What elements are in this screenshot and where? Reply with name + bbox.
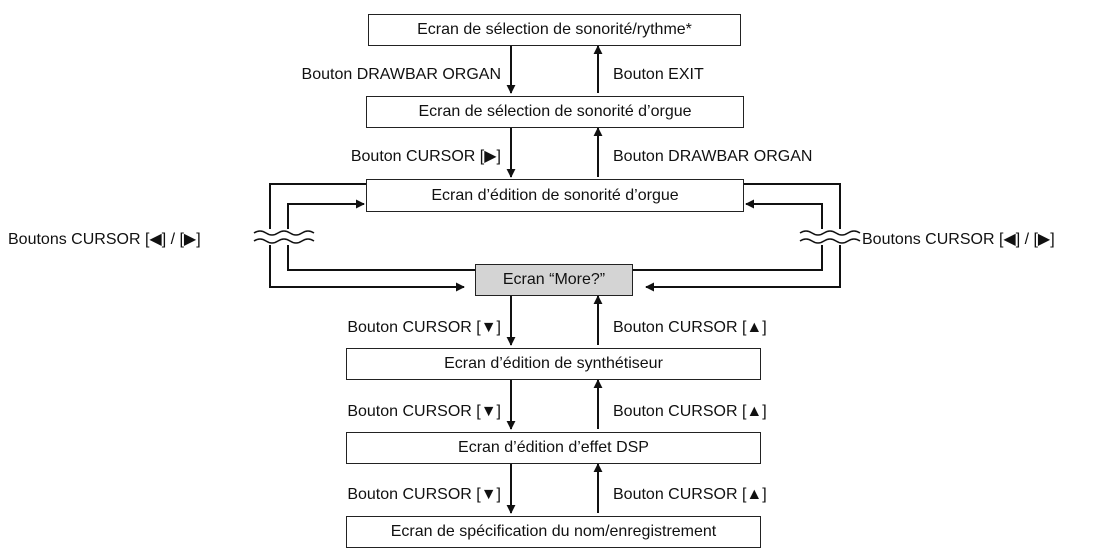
label-up-2: Bouton CURSOR [▲] — [613, 403, 767, 420]
label-down-2: Bouton CURSOR [▼] — [347, 403, 501, 420]
screen-more-label: Ecran “More?” — [502, 271, 606, 288]
label-loop-right: Boutons CURSOR [◀] / [▶] — [862, 231, 1055, 248]
screen-dsp-edit: Ecran d’édition d’effet DSP — [346, 432, 761, 464]
label-down-1: Bouton CURSOR [▼] — [347, 319, 501, 336]
screen-synth-edit: Ecran d’édition de synthétiseur — [346, 348, 761, 380]
left-break-mark — [253, 229, 315, 245]
screen-name-save: Ecran de spécification du nom/enregistre… — [346, 516, 761, 548]
screen-organ-tone-select-label: Ecran de sélection de sonorité d’orgue — [418, 103, 692, 120]
screen-more: Ecran “More?” — [475, 264, 633, 296]
right-inner-loop — [633, 199, 823, 271]
label-loop-left: Boutons CURSOR [◀] / [▶] — [8, 231, 201, 248]
screen-tone-rhythm-select: Ecran de sélection de sonorité/rythme* — [368, 14, 741, 46]
label-down-3: Bouton CURSOR [▼] — [347, 486, 501, 503]
right-break-mark — [799, 229, 861, 245]
screen-organ-tone-edit: Ecran d’édition de sonorité d’orgue — [366, 179, 744, 212]
label-drawbar-organ-down: Bouton DRAWBAR ORGAN — [301, 66, 501, 83]
label-exit-up: Bouton EXIT — [613, 66, 704, 83]
label-up-3: Bouton CURSOR [▲] — [613, 486, 767, 503]
left-inner-loop — [287, 199, 475, 271]
screen-organ-tone-select: Ecran de sélection de sonorité d’orgue — [366, 96, 744, 128]
label-up-1: Bouton CURSOR [▲] — [613, 319, 767, 336]
screen-name-save-label: Ecran de spécification du nom/enregistre… — [390, 523, 717, 540]
screen-synth-edit-label: Ecran d’édition de synthétiseur — [444, 355, 663, 372]
label-cursor-right-down: Bouton CURSOR [▶] — [350, 148, 501, 165]
screen-organ-tone-edit-label: Ecran d’édition de sonorité d’orgue — [431, 186, 679, 204]
screen-tone-rhythm-select-label: Ecran de sélection de sonorité/rythme* — [417, 21, 692, 38]
label-drawbar-organ-up: Bouton DRAWBAR ORGAN — [613, 148, 813, 165]
screen-dsp-edit-label: Ecran d’édition d’effet DSP — [458, 439, 649, 456]
